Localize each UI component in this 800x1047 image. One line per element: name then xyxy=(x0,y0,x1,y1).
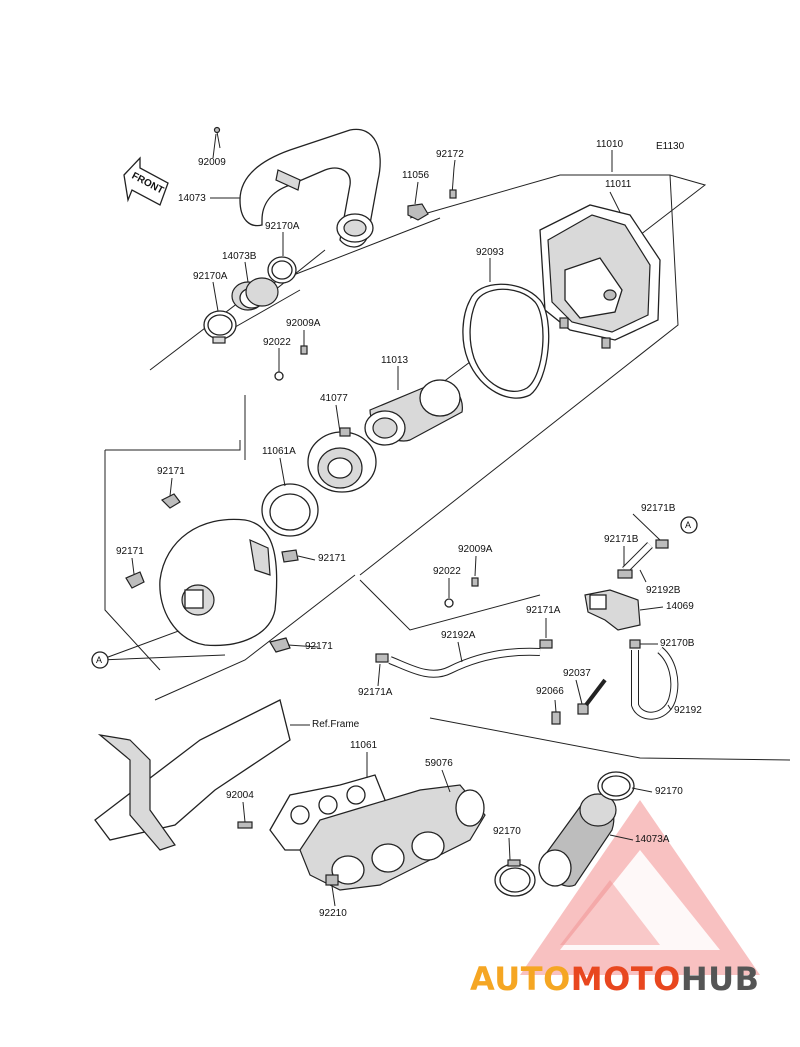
part-92170A-clamp-upper xyxy=(267,256,297,284)
label-92022-2: 92022 xyxy=(433,566,461,577)
part-41077-holder xyxy=(307,427,377,493)
part-92022-washer-2 xyxy=(444,598,454,608)
label-11061A: 11061A xyxy=(262,446,296,457)
part-92171-clip-3 xyxy=(281,549,299,563)
label-92170-2: 92170 xyxy=(493,826,521,837)
label-92210: 92210 xyxy=(319,908,347,919)
part-92192-hose xyxy=(631,646,679,720)
part-14073B-sleeve xyxy=(231,277,279,311)
part-92171A-clip-2 xyxy=(375,653,389,663)
logo-part-hub: HUB xyxy=(680,960,760,998)
label-92171-3: 92171 xyxy=(318,553,346,564)
label-14073: 14073 xyxy=(178,193,206,204)
label-11061: 11061 xyxy=(350,740,378,751)
part-92170-clamp-1 xyxy=(597,771,635,801)
part-14073A-boot xyxy=(538,793,617,887)
label-92066: 92066 xyxy=(536,686,564,697)
label-92171-1: 92171 xyxy=(157,466,185,477)
part-92171B-clip-1 xyxy=(617,569,633,579)
part-92171-clip-2 xyxy=(125,571,145,589)
label-92170B: 92170B xyxy=(660,638,695,649)
part-92170A-clamp-lower xyxy=(203,310,237,344)
label-41077: 41077 xyxy=(320,393,348,404)
part-92192B-hose xyxy=(622,542,653,573)
ref-frame-label: Ref.Frame xyxy=(312,719,360,730)
label-14069: 14069 xyxy=(666,601,694,612)
label-92171B-2: 92171B xyxy=(604,534,639,545)
label-92037: 92037 xyxy=(563,668,591,679)
label-92093: 92093 xyxy=(476,247,504,258)
frame-reference xyxy=(94,699,310,851)
label-92009A-1: 92009A xyxy=(286,318,321,329)
part-92009A-bolt-2 xyxy=(471,577,479,587)
watermark-logo-triangle xyxy=(520,800,760,975)
part-11013-air-filter-element xyxy=(364,379,463,446)
part-92172-bolt xyxy=(449,167,457,199)
label-92009-top: 92009 xyxy=(198,157,226,168)
label-14073B: 14073B xyxy=(222,251,257,262)
part-92009-bolt xyxy=(213,126,221,149)
part-92093-gasket xyxy=(462,283,550,399)
part-92171-clip-1 xyxy=(160,493,181,509)
label-92004: 92004 xyxy=(226,790,254,801)
part-92009A-bolt-1 xyxy=(300,345,308,355)
part-92171A-clip-1 xyxy=(539,639,553,649)
label-11011: 11011 xyxy=(605,179,632,190)
part-92004-stud xyxy=(237,821,253,829)
part-59076-intake-manifold xyxy=(299,784,486,891)
part-92210-nut xyxy=(325,874,339,886)
label-14073A: 14073A xyxy=(635,834,670,845)
label-92171-2: 92171 xyxy=(116,546,144,557)
part-14073-intake-duct xyxy=(239,128,381,248)
label-59076: 59076 xyxy=(425,758,453,769)
callout-a-left-label: A xyxy=(96,655,103,665)
logo-part-moto: MOTO xyxy=(570,960,681,998)
label-92192A: 92192A xyxy=(441,630,476,641)
part-92170B-clamp xyxy=(629,639,641,649)
part-92037-clamp xyxy=(577,678,607,715)
part-11056-bracket xyxy=(407,203,429,221)
label-92171B-1: 92171B xyxy=(641,503,676,514)
label-92172: 92172 xyxy=(436,149,464,160)
label-11013: 11013 xyxy=(381,355,409,366)
label-11056: 11056 xyxy=(402,170,430,181)
label-92171A-1: 92171A xyxy=(526,605,561,616)
label-92171A-2: 92171A xyxy=(358,687,393,698)
part-92171-clip-4 xyxy=(269,637,291,653)
part-92170-clamp-2 xyxy=(494,859,536,897)
label-92009A-2: 92009A xyxy=(458,544,493,555)
label-92022-1: 92022 xyxy=(263,337,291,348)
part-92192A-hose xyxy=(388,647,541,678)
label-11010: 11010 xyxy=(596,139,624,150)
label-92192B: 92192B xyxy=(646,585,681,596)
part-92066-plug xyxy=(551,711,561,725)
label-92170A-lower: 92170A xyxy=(193,271,228,282)
label-92192: 92192 xyxy=(674,705,702,716)
part-14069-fitting xyxy=(584,589,641,631)
callout-a-right-label: A xyxy=(685,520,692,530)
callout-a-left-circle xyxy=(91,651,109,669)
part-92022-washer-1 xyxy=(274,371,284,381)
label-92171-4: 92171 xyxy=(305,641,333,652)
diagram-code: E1130 xyxy=(656,141,685,152)
part-92171B-clip-2 xyxy=(655,539,669,549)
front-direction-arrow xyxy=(123,156,169,206)
leader-lines xyxy=(131,133,672,907)
automotohub-watermark: AUTOMOTOHUB xyxy=(470,960,760,998)
callout-a-right-circle xyxy=(680,516,698,534)
part-11061A-seal-ring xyxy=(261,483,319,537)
label-92170-1: 92170 xyxy=(655,786,683,797)
part-air-box-cover xyxy=(159,518,278,647)
label-92170A-upper: 92170A xyxy=(265,221,300,232)
part-11011-air-box-case xyxy=(539,204,661,349)
logo-part-auto: AUTO xyxy=(470,960,571,998)
